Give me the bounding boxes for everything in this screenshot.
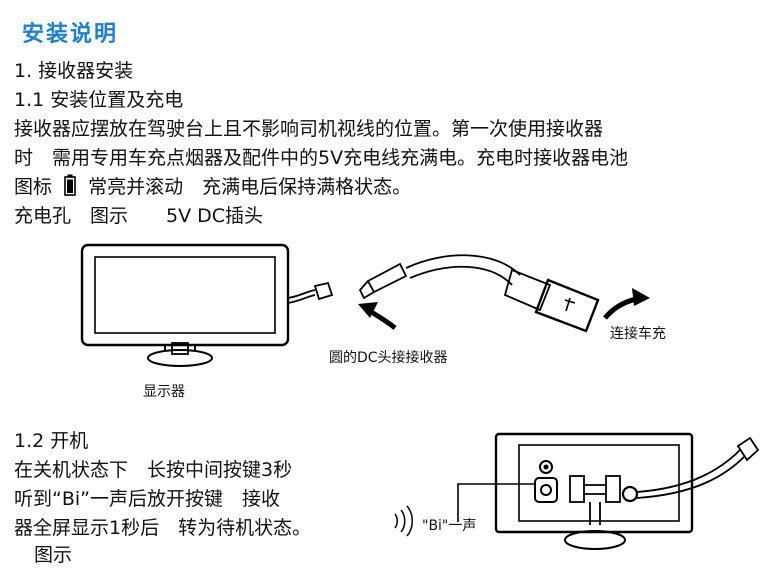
section-heading: 1. 接收器安装 — [14, 60, 134, 82]
figure-label-bi: "Bi"一声 — [422, 518, 477, 534]
figure-label-display: 显示器 — [143, 384, 185, 400]
paragraph-line: 在关机状态下 长按中间按键3秒 — [14, 459, 293, 481]
paragraph-line: 器全屏显示1秒后 转为待机状态。 — [14, 517, 312, 539]
paragraph-line: 图标 常亮并滚动 充满电后保持满格状态。 — [14, 174, 411, 203]
sound-wave-icon — [394, 505, 413, 537]
paragraph-line: 充电孔 图示 5V DC插头 — [14, 205, 264, 227]
paragraph-line: 时 需用专用车充点烟器及配件中的5V充电线充满电。充电时接收器电池 — [14, 147, 629, 169]
arrow-icon — [358, 302, 397, 330]
figure-label-car: 连接车充 — [610, 326, 666, 342]
display-monitor-icon — [80, 243, 334, 367]
battery-icon — [64, 174, 76, 203]
paragraph-text: 图标 — [14, 176, 53, 198]
page-title: 安装说明 — [22, 22, 119, 47]
paragraph-text: 常亮并滚动 充满电后保持满格状态。 — [88, 176, 412, 198]
subsection-heading: 1.2 开机 — [14, 430, 89, 452]
figure-label-dc: 圆的DC头接接收器 — [329, 350, 448, 366]
subsection-heading: 1.1 安装位置及充电 — [14, 89, 184, 111]
usb-cable-icon — [358, 254, 600, 333]
callout-line — [457, 483, 536, 522]
paragraph-line: 图示 — [34, 544, 73, 566]
paragraph-line: 接收器应摆放在驾驶台上且不影响司机视线的位置。第一次使用接收器 — [14, 118, 604, 140]
paragraph-line: 听到“Bi”一声后放开按键 接收 — [14, 488, 281, 510]
receiver-device-icon — [494, 432, 760, 550]
arrow-icon — [603, 288, 650, 320]
